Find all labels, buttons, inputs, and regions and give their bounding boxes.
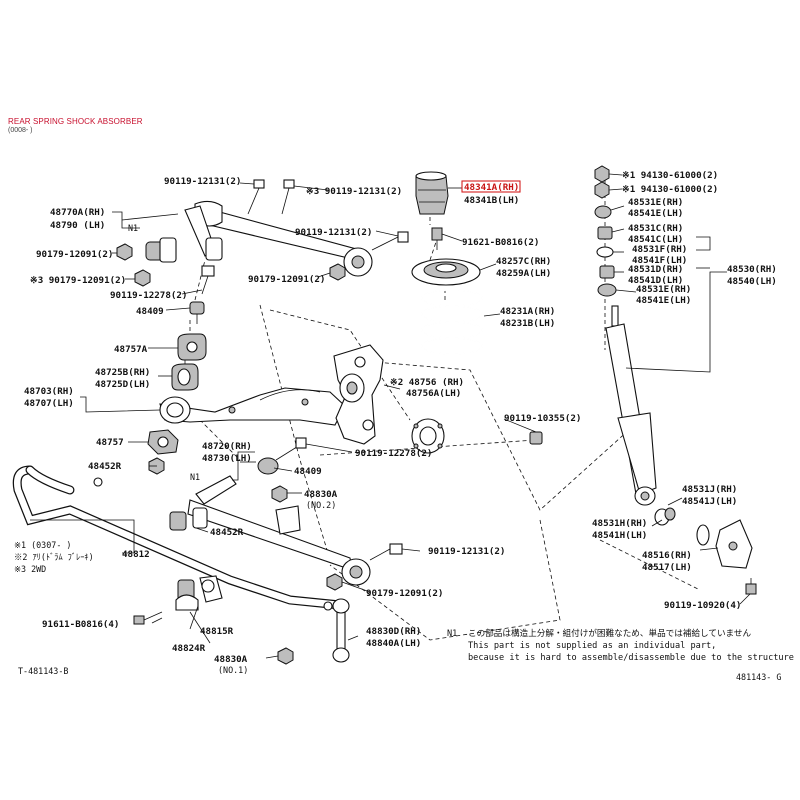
label-48770A: 48770A(RH) [50,207,105,218]
label-48541E-b: 48541E(LH) [636,295,691,306]
label-48541C: 48541C(LH) [628,234,683,245]
label-48516: 48516(RH) [642,550,692,561]
label-48531E-a: 48531E(RH) [628,197,683,208]
label-48531C: 48531C(RH) [628,223,683,234]
label-91611-B0816: 91611-B0816(4) [42,619,119,630]
label-90119-12131-low: 90119-12131(2) [428,546,505,557]
label-48452R-b: 48452R [210,527,244,538]
label-90179-12091-a: 90179-12091(2) [36,249,113,260]
spring-assembly [411,171,543,445]
label-n1-lower: N1 [190,472,200,482]
label-90119-10355: 90119-10355(2) [504,413,581,424]
label-48757A: 48757A [114,344,148,355]
footnote-3: ※3 2WD [14,564,46,574]
corner-code-right: 481143- G [736,672,781,682]
note-code: N1 [447,629,457,639]
label-48541E-a: 48541E(LH) [628,208,683,219]
label-94130-61000-a: ※1 94130-61000(2) [622,170,718,181]
label-48531D: 48531D(RH) [628,264,683,275]
shock-absorber [594,165,757,595]
part-labels: 90119-12131(2) ※3 90119-12131(2) 48770A(… [14,170,777,675]
footnote-1: ※1 (0307- ) [14,540,71,550]
label-48703: 48703(RH) [24,386,74,397]
label-48231B: 48231B(LH) [500,318,555,329]
label-48757: 48757 [96,437,124,448]
label-48725B: 48725B(RH) [95,367,150,378]
label-90119-12131-top: 90119-12131(2) [164,176,241,187]
label-48341A: 48341A(RH) [464,182,519,193]
label-48530: 48530(RH) [727,264,777,275]
label-48790: 48790 (LH) [50,220,105,231]
label-90179-12091-c: 90179-12091(2) [248,274,325,285]
lower-arm [159,387,346,426]
bushings-left [147,301,207,455]
label-48756A: 48756A(LH) [406,388,461,399]
label-n1-upper: N1 [128,223,138,233]
diagram-subtitle: (0008- ) [8,127,33,134]
label-48830A-no2-sub: (NO.2) [306,500,336,510]
note-japanese: この部品は構造上分解・組付けが困難なため、単品では補給していません [468,627,751,639]
highlight-box-48341A [461,180,521,193]
label-94130-61000-b: ※1 94130-61000(2) [622,184,718,195]
label-48541H: 48541H(LH) [592,530,647,541]
corner-code-left: T-481143-B [18,666,68,676]
label-48540: 48540(LH) [727,276,777,287]
label-48531J: 48531J(RH) [682,484,737,495]
label-90119-12131-top-3: ※3 90119-12131(2) [306,186,402,197]
lower-link-arm [148,437,403,591]
label-48830D: 48830D(RH) [366,626,421,637]
label-90119-12278-b: 90119-12278(2) [355,448,432,459]
label-48830A-no1: 48830A [214,654,248,665]
label-90179-12091-b: ※3 90179-12091(2) [30,275,126,286]
leader-lines [30,173,751,659]
stabilizer-bar [12,465,350,665]
label-48824R: 48824R [172,643,206,654]
label-48259A: 48259A(LH) [496,268,551,279]
label-91621-B0816: 91621-B0816(2) [462,237,539,248]
note-english-1: This part is not supplied as an individu… [468,641,716,651]
label-48756: ※2 48756 (RH) [390,377,464,388]
label-48541D: 48541D(LH) [628,275,683,286]
label-48541F: 48541F(LH) [632,255,687,266]
label-48531H: 48531H(RH) [592,518,647,529]
label-90119-10920: 90119-10920(4) [664,600,741,611]
label-48830A-no1-sub: (NO.1) [218,665,248,675]
label-48257C: 48257C(RH) [496,256,551,267]
label-48531F: 48531F(RH) [632,244,687,255]
label-48730: 48730(LH) [202,453,252,464]
label-48815R: 48815R [200,626,234,637]
label-48840A: 48840A(LH) [366,638,421,649]
label-90119-12278-a: 90119-12278(2) [110,290,187,301]
label-48812: 48812 [122,549,150,560]
knuckle-bracket [333,344,445,454]
coil-spring [421,289,483,355]
label-48720: 48720(RH) [202,441,252,452]
footnote-2: ※2 ｱﾘ(ﾄﾞﾗﾑ ﾌﾞﾚｰｷ) [14,552,94,562]
label-48517: 48517(LH) [642,562,692,573]
diagram-title: REAR SPRING SHOCK ABSORBER [8,117,143,126]
label-90119-12131-mid: 90119-12131(2) [295,227,372,238]
label-48409-b: 48409 [294,466,322,477]
label-48409-a: 48409 [136,306,164,317]
n1-note: N1 この部品は構造上分解・組付けが困難なため、単品では補給していません Thi… [447,627,794,663]
label-48531E-b: 48531E(RH) [636,284,691,295]
label-48341B: 48341B(LH) [464,195,519,206]
upper-control-arm [116,179,409,295]
label-48707: 48707(LH) [24,398,74,409]
label-48541J: 48541J(LH) [682,496,737,507]
label-48725D: 48725D(LH) [95,379,150,390]
note-english-2: because it is hard to assemble/disassemb… [468,653,794,663]
label-90179-12091-low: 90179-12091(2) [366,588,443,599]
label-48830A-no2: 48830A [304,489,338,500]
label-48452R-a: 48452R [88,461,122,472]
label-48231A: 48231A(RH) [500,306,555,317]
